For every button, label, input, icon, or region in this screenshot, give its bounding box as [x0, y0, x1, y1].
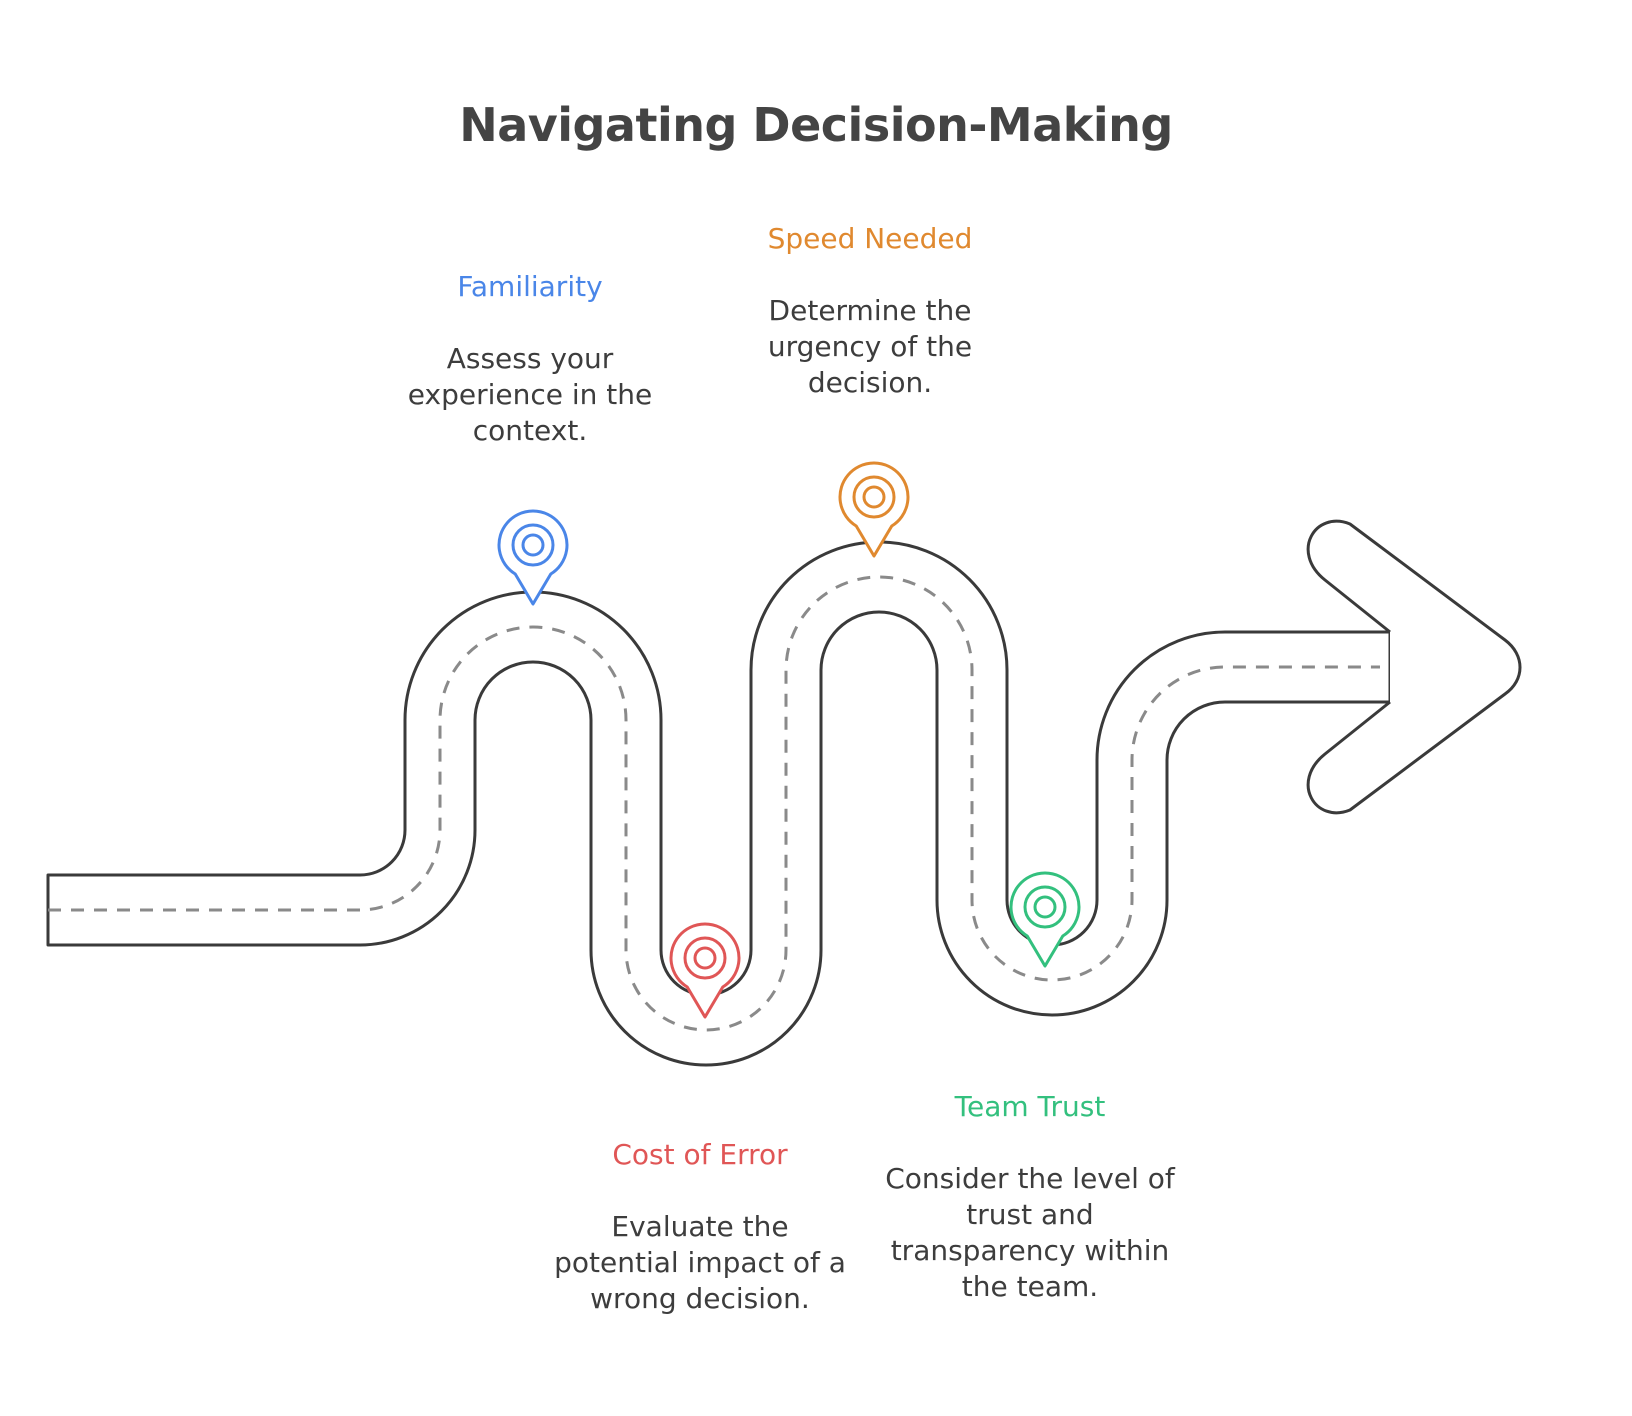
desc-line: trust and — [966, 1198, 1094, 1231]
pins — [497, 461, 1081, 1019]
desc-line: wrong decision. — [590, 1282, 810, 1315]
step-description: Evaluate the potential impact of a wrong… — [530, 1209, 870, 1317]
pin-ring — [1033, 895, 1057, 919]
road — [46, 519, 1522, 1067]
desc-line: Assess your — [446, 342, 614, 375]
pin-ring — [511, 523, 555, 567]
pin-ring — [1023, 885, 1067, 929]
step-familiarity: Familiarity Assess your experience in th… — [380, 270, 680, 449]
pin-ring — [693, 946, 717, 970]
road-body — [46, 540, 1392, 1067]
step-team-trust: Team Trust Consider the level of trust a… — [860, 1090, 1200, 1305]
step-cost-of-error: Cost of Error Evaluate the potential imp… — [530, 1138, 870, 1317]
pin-ring — [521, 533, 545, 557]
location-pin-icon — [838, 461, 910, 558]
step-title: Cost of Error — [612, 1138, 788, 1171]
pin-ring — [683, 936, 727, 980]
step-description: Consider the level of trust and transpar… — [860, 1161, 1200, 1305]
page-title: Navigating Decision-Making — [459, 98, 1173, 152]
desc-line: transparency within — [890, 1234, 1170, 1267]
desc-line: Evaluate the — [611, 1210, 789, 1243]
step-description: Assess your experience in the context. — [380, 341, 680, 449]
step-description: Determine the urgency of the decision. — [720, 293, 1020, 401]
desc-line: the team. — [961, 1270, 1099, 1303]
step-title: Speed Needed — [767, 222, 973, 255]
desc-line: potential impact of a — [554, 1246, 846, 1279]
location-pin-icon — [1009, 871, 1081, 968]
location-pin-icon — [669, 922, 741, 1019]
arrow-head — [1306, 519, 1522, 815]
location-pin-icon — [497, 509, 569, 606]
road-center-line — [48, 575, 1380, 1032]
desc-line: decision. — [807, 366, 933, 399]
desc-line: Determine the — [768, 294, 972, 327]
step-title: Familiarity — [457, 270, 603, 303]
desc-line: context. — [472, 414, 588, 447]
pin-ring — [862, 485, 886, 509]
step-speed-needed: Speed Needed Determine the urgency of th… — [720, 222, 1020, 401]
desc-line: Consider the level of — [885, 1162, 1175, 1195]
pin-ring — [852, 475, 896, 519]
step-title: Team Trust — [954, 1090, 1106, 1123]
desc-line: experience in the — [407, 378, 653, 411]
desc-line: urgency of the — [767, 330, 973, 363]
